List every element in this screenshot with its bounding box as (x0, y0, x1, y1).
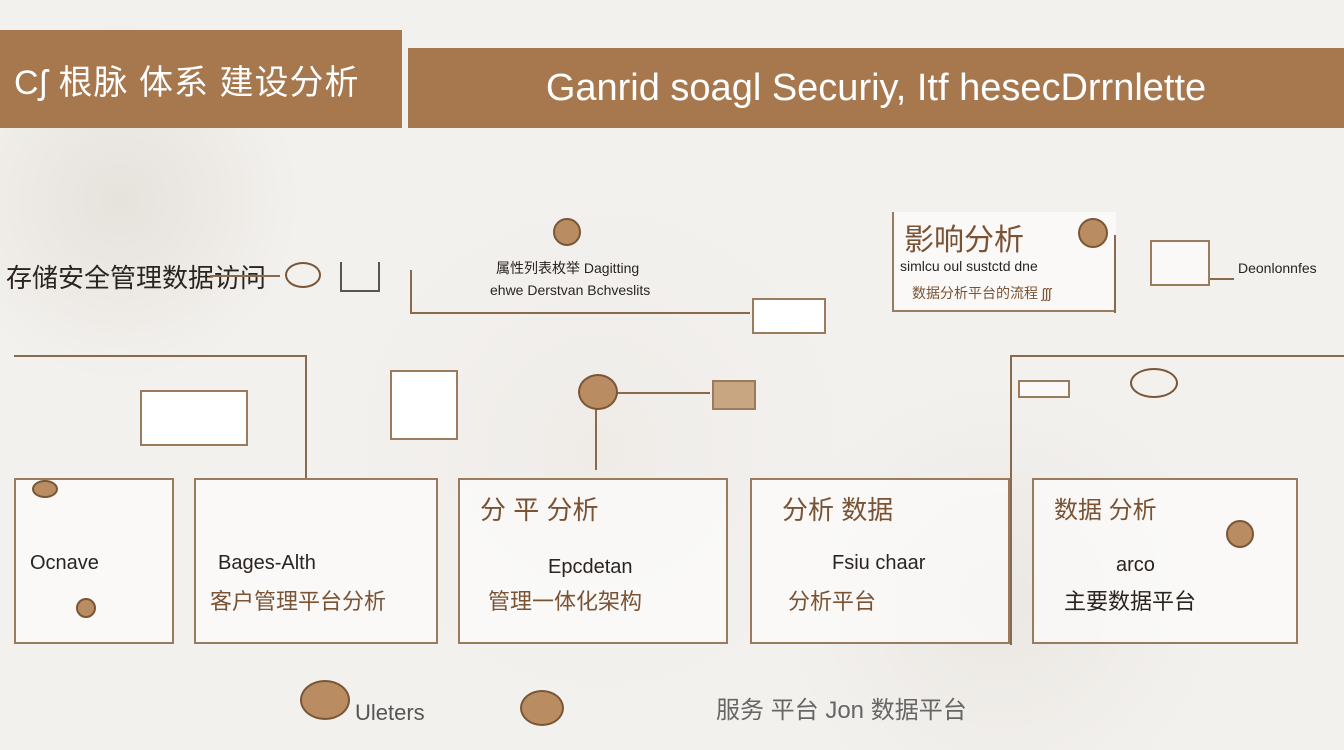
divider (1010, 355, 1012, 645)
document-icon (140, 390, 248, 446)
chip-icon (1018, 380, 1070, 398)
box-sub: 客户管理平台分析 (210, 589, 387, 614)
box-title: Bages-Alth (218, 552, 316, 574)
far-right-label: Deonlonnfes (1238, 260, 1317, 276)
center-node-line2: ehwe Derstvan Bchveslits (490, 282, 651, 298)
footer-left: Uleters (355, 700, 425, 725)
calendar-icon (390, 370, 458, 440)
box-title: Ocnave (30, 552, 99, 574)
right-node-heading: 影响分析 (904, 224, 1024, 257)
eye-icon (1130, 368, 1178, 398)
connector-line (595, 390, 597, 470)
divider (14, 355, 306, 357)
box-4: 分析 数据 Fsiu chaar 分析平台 (750, 478, 1010, 644)
title-banner-right: Ganrid soagl Securiy, Itf hesecDrrnlette (408, 48, 1344, 128)
device-icon (752, 298, 826, 334)
cloud-icon (285, 262, 321, 288)
right-node-line1: simlcu oul sustctd dne (900, 258, 1038, 274)
node-icon (32, 480, 58, 498)
title-banner-left: Cʃ 根脉 体系 建设分析 (0, 30, 402, 128)
box-2: Bages-Alth 客户管理平台分析 (194, 478, 438, 644)
tray-icon (340, 262, 380, 292)
box-1: Ocnave (14, 478, 174, 644)
connector-line (410, 312, 750, 314)
connector-line (1114, 235, 1116, 313)
box-top: 分 平 分析 (480, 495, 599, 525)
logo-icon (520, 690, 564, 726)
box-top: 数据 分析 (1054, 497, 1157, 524)
node-icon (553, 218, 581, 246)
title-right-text: Ganrid soagl Securiy, Itf hesecDrrnlette (545, 66, 1207, 109)
box-3: 分 平 分析 Epcdetan 管理一体化架构 (458, 478, 728, 644)
connector-arrow (210, 275, 280, 277)
left-label: 存储安全管理数据访问 (6, 263, 267, 293)
box-title: Fsiu chaar (832, 552, 926, 574)
divider (305, 355, 307, 480)
footer-right: 服务 平台 Jon 数据平台 (716, 697, 967, 724)
connector-arrow (615, 392, 710, 394)
box-sub: 分析平台 (788, 589, 877, 614)
box-title: arco (1116, 554, 1155, 576)
folder-icon (1150, 240, 1210, 286)
box-top: 分析 数据 (782, 495, 894, 525)
node-icon (578, 374, 618, 410)
divider (1010, 355, 1344, 357)
connector-line (1210, 278, 1234, 280)
box-sub: 主要数据平台 (1064, 589, 1197, 614)
title-left-text: Cʃ 根脉 体系 建设分析 (14, 63, 360, 102)
connector-line (410, 270, 412, 314)
center-node-line1: 属性列表枚举 Dagitting (496, 260, 640, 276)
box-sub: 管理一体化架构 (488, 589, 643, 614)
chip-icon (712, 380, 756, 410)
logo-icon (300, 680, 350, 720)
right-node-line2: 数据分析平台的流程 ʃʃʃ (912, 285, 1052, 301)
box-title: Epcdetan (548, 556, 633, 578)
box-5: 数据 分析 arco 主要数据平台 (1032, 478, 1298, 644)
node-icon (1226, 520, 1254, 548)
node-icon (1078, 218, 1108, 248)
node-icon (76, 598, 96, 618)
